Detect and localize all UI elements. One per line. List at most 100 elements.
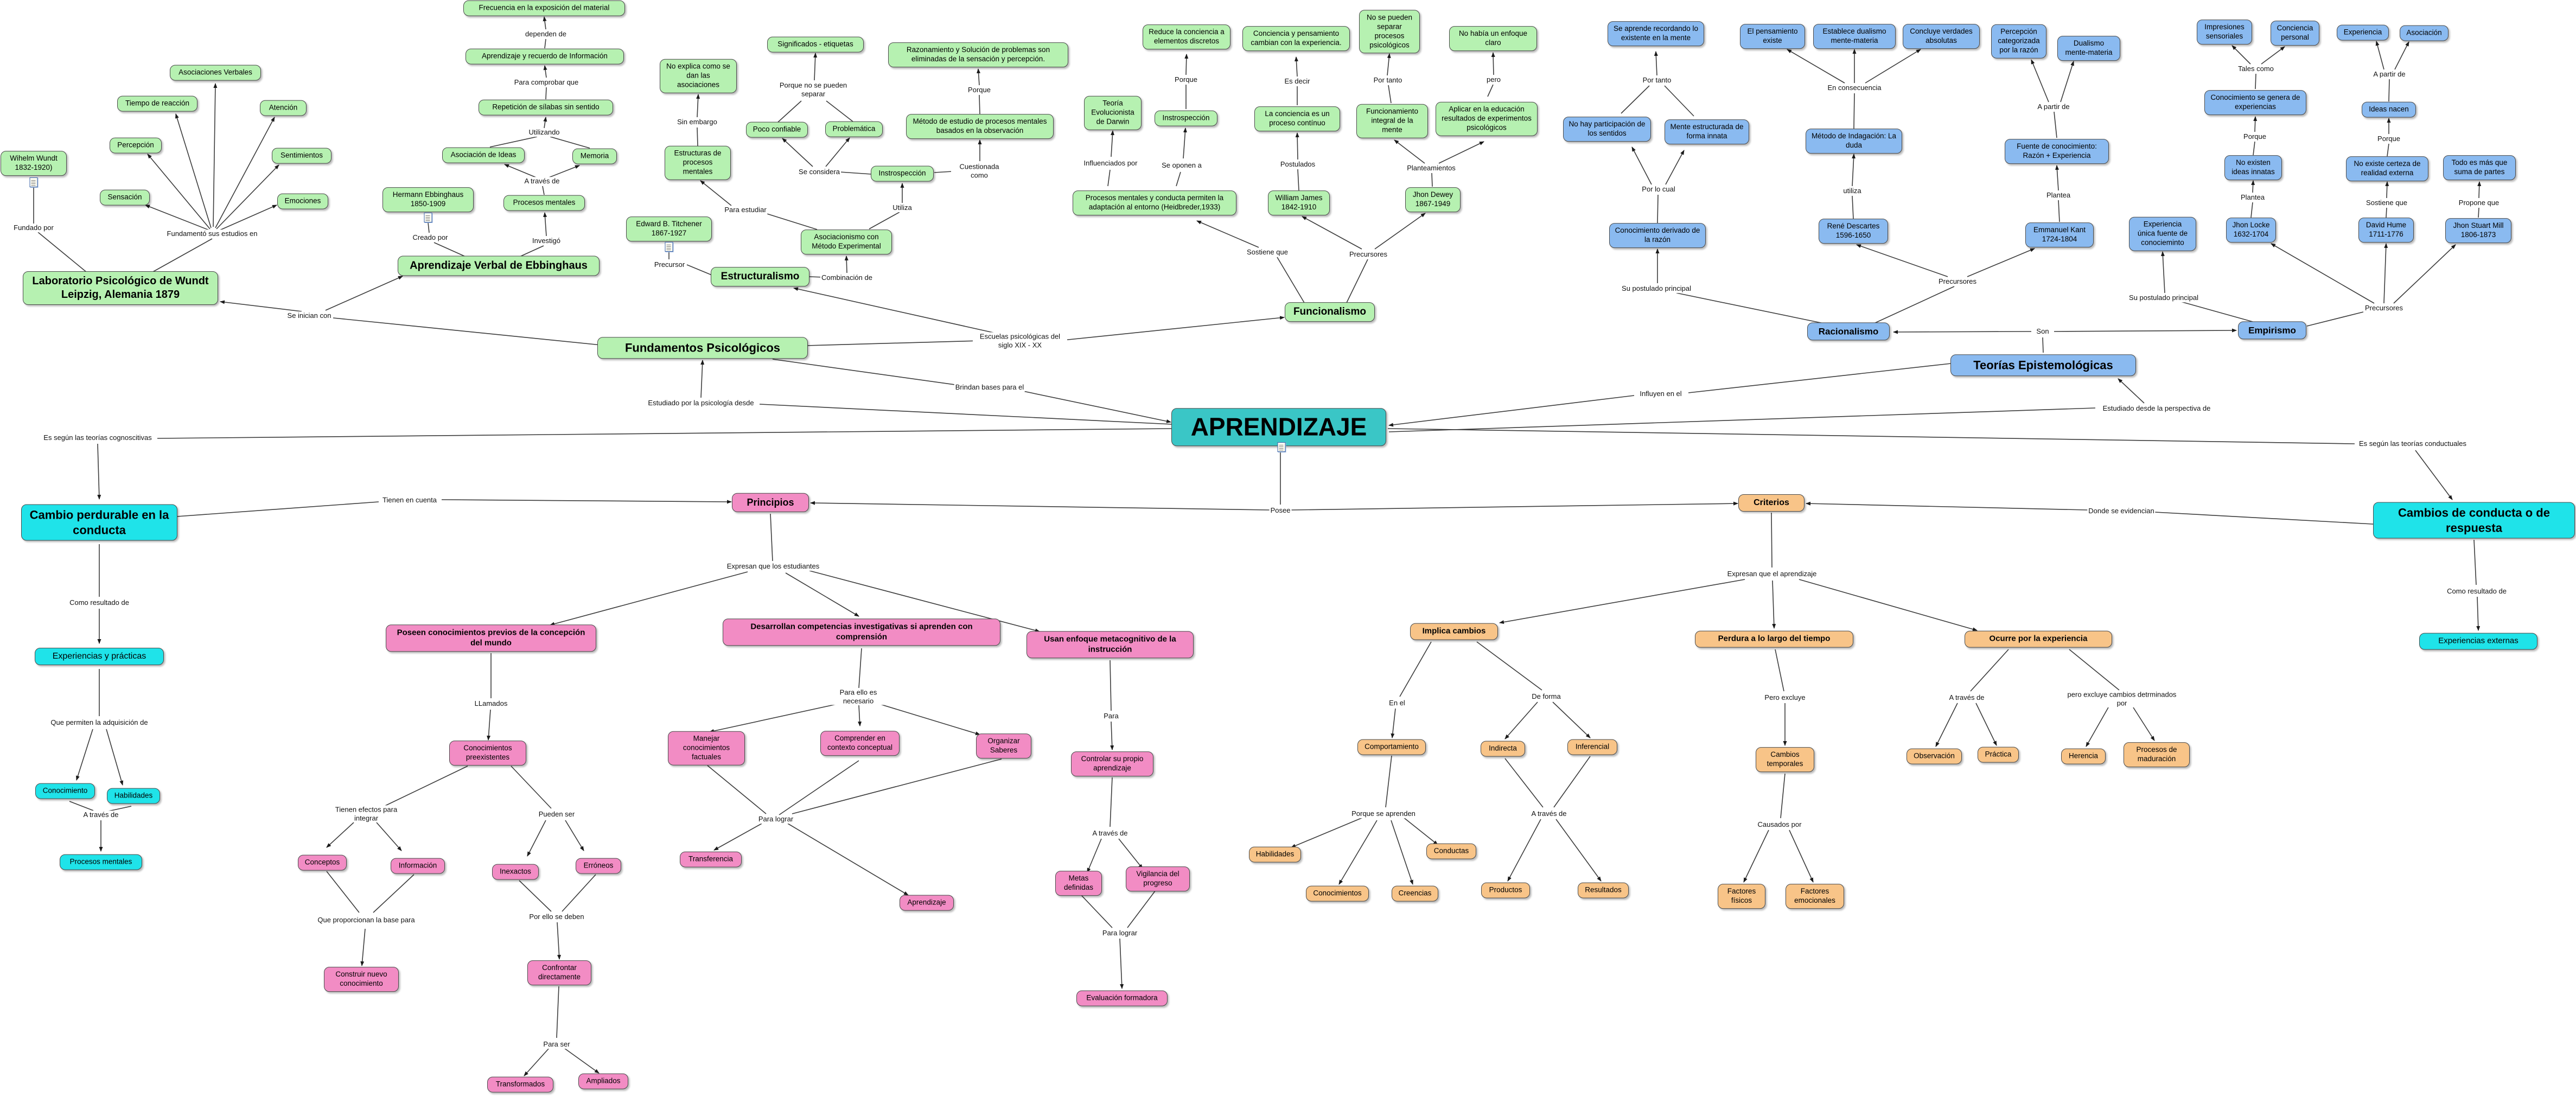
node-no-habia[interactable]: No había un enfoque claro bbox=[1449, 26, 1537, 51]
node-aprendizaje[interactable]: APRENDIZAJE bbox=[1171, 408, 1386, 446]
node-practica[interactable]: Práctica bbox=[1978, 747, 2019, 763]
node-no-certeza[interactable]: No existe certeza de realidad externa bbox=[2346, 156, 2428, 181]
node-kant[interactable]: Emmanuel Kant 1724-1804 bbox=[2025, 222, 2094, 247]
node-repeticion[interactable]: Repetición de sílabas sin sentido bbox=[479, 99, 613, 116]
node-observacion[interactable]: Observación bbox=[1907, 748, 1962, 764]
node-todo-suma[interactable]: Todo es más que suma de partes bbox=[2443, 155, 2516, 180]
node-asociacion-ideas[interactable]: Asociación de Ideas bbox=[442, 147, 525, 163]
node-titchener[interactable]: Edward B. Titchener 1867-1927 bbox=[626, 216, 712, 241]
node-racionalismo[interactable]: Racionalismo bbox=[1807, 322, 1890, 341]
resource-document-icon[interactable] bbox=[424, 213, 432, 222]
node-laboratorio[interactable]: Laboratorio Psicológico de Wundt Leipzig… bbox=[23, 271, 218, 305]
node-conocimiento-derivado[interactable]: Conocimiento derivado de la razón bbox=[1609, 223, 1706, 248]
resource-document-icon[interactable] bbox=[665, 242, 673, 252]
node-no-hay[interactable]: No hay participación de los sentidos bbox=[1563, 117, 1651, 142]
node-comportamiento[interactable]: Comportamiento bbox=[1357, 739, 1426, 755]
node-dualismo-mm[interactable]: Dualismo mente-materia bbox=[2057, 36, 2120, 61]
node-erroneos[interactable]: Erróneos bbox=[576, 858, 621, 874]
node-problematica[interactable]: Problemática bbox=[825, 121, 883, 137]
node-cambio-perdurable[interactable]: Cambio perdurable en la conducta bbox=[21, 504, 177, 541]
node-establece-dualismo[interactable]: Establece dualismo mente-materia bbox=[1813, 24, 1896, 49]
node-funcionamiento[interactable]: Funcionamiento integral de la mente bbox=[1356, 104, 1428, 138]
node-vigilancia[interactable]: Vigilancia del progreso bbox=[1126, 866, 1190, 891]
node-conocimiento-c[interactable]: Conocimiento bbox=[35, 783, 95, 799]
node-hermann[interactable]: Hermann Ebbinghaus 1850-1909 bbox=[382, 187, 474, 212]
node-percepcion[interactable]: Percepción bbox=[110, 137, 162, 154]
node-wundt[interactable]: Wihelm Wundt 1832-1920) bbox=[1, 151, 67, 176]
node-sensacion[interactable]: Sensación bbox=[100, 189, 150, 206]
node-no-explica[interactable]: No explica como se dan las asociaciones bbox=[660, 59, 737, 93]
node-hume[interactable]: David Hume 1711-1776 bbox=[2358, 218, 2414, 243]
node-poseen[interactable]: Poseen conocimientos previos de la conce… bbox=[386, 624, 596, 652]
node-fuente[interactable]: Fuente de conocimiento: Razón + Experien… bbox=[2005, 139, 2109, 164]
node-herencia[interactable]: Herencia bbox=[2061, 748, 2106, 764]
node-experiencia-unica[interactable]: Experiencia única fuente de conocieminto bbox=[2129, 216, 2196, 251]
node-metas[interactable]: Metas definidas bbox=[1055, 871, 1102, 896]
node-estructuras[interactable]: Estructuras de procesos mentales bbox=[665, 145, 731, 180]
node-empirismo[interactable]: Empirismo bbox=[2238, 321, 2306, 340]
node-controlar[interactable]: Controlar su propio aprendizaje bbox=[1071, 751, 1153, 776]
node-darwin[interactable]: Teoría Evolucionista de Darwin bbox=[1084, 95, 1142, 130]
node-procesos-mentales-2[interactable]: Procesos mentales bbox=[60, 854, 142, 870]
node-james[interactable]: William James 1842-1910 bbox=[1268, 190, 1330, 215]
node-mill[interactable]: Jhon Stuart Mill 1806-1873 bbox=[2445, 218, 2511, 243]
node-comprender[interactable]: Comprender en contexto conceptual bbox=[820, 731, 900, 756]
resource-document-icon[interactable] bbox=[29, 177, 38, 187]
node-se-aprende[interactable]: Se aprende recordando lo existente en la… bbox=[1608, 21, 1704, 46]
node-organizar[interactable]: Organizar Saberes bbox=[976, 734, 1031, 758]
node-indirecta[interactable]: Indirecta bbox=[1481, 741, 1525, 757]
node-impresiones[interactable]: Impresiones sensoriales bbox=[2197, 20, 2252, 44]
node-sentimientos[interactable]: Sentimientos bbox=[272, 148, 331, 164]
node-no-se-pueden[interactable]: No se pueden separar procesos psicológic… bbox=[1359, 10, 1420, 53]
node-usan[interactable]: Usan enfoque metacognitivo de la instruc… bbox=[1026, 631, 1194, 658]
node-evaluacion[interactable]: Evaluación formadora bbox=[1076, 990, 1168, 1006]
node-indagacion[interactable]: Método de Indagación: La duda bbox=[1806, 129, 1902, 154]
node-razonamiento[interactable]: Razonamiento y Solución de problemas son… bbox=[888, 42, 1068, 67]
node-habilidades-o[interactable]: Habilidades bbox=[1249, 846, 1301, 863]
node-asociacion[interactable]: Asociación bbox=[2400, 25, 2449, 41]
node-desarrollan[interactable]: Desarrollan competencias investigativas … bbox=[723, 618, 1000, 646]
resource-document-icon[interactable] bbox=[1277, 442, 1286, 452]
node-no-existen[interactable]: No existen ideas innatas bbox=[2224, 155, 2282, 180]
node-informacion[interactable]: Información bbox=[391, 858, 445, 874]
node-funcionalismo[interactable]: Funcionalismo bbox=[1285, 302, 1375, 322]
node-locke[interactable]: Jhon Locke 1632-1704 bbox=[2226, 218, 2276, 243]
node-experiencias-externas[interactable]: Experiencias externas bbox=[2419, 633, 2537, 650]
node-atencion[interactable]: Atención bbox=[260, 100, 307, 116]
node-conciencia-pensamiento[interactable]: Conciencia y pensamiento cambian con la … bbox=[1242, 26, 1350, 51]
node-reduce[interactable]: Reduce la conciencia a elementos discret… bbox=[1143, 24, 1230, 49]
node-conductas[interactable]: Conductas bbox=[1426, 843, 1476, 859]
node-asociacionismo[interactable]: Asociacionismo con Método Experimental bbox=[801, 229, 892, 254]
node-emociones[interactable]: Emociones bbox=[277, 193, 328, 209]
node-pensamiento-existe[interactable]: El pensamiento existe bbox=[1740, 24, 1805, 49]
node-conciencia-proceso[interactable]: La conciencia es un proceso contínuo bbox=[1254, 106, 1340, 131]
node-implica[interactable]: Implica cambios bbox=[1410, 623, 1498, 640]
node-ocurre[interactable]: Ocurre por la experiencia bbox=[1965, 630, 2112, 648]
node-conocimiento-genera[interactable]: Conocimiento se genera de experiencias bbox=[2204, 90, 2306, 115]
node-inexactos[interactable]: Inexactos bbox=[492, 864, 539, 880]
node-significados[interactable]: Significados - etiquetas bbox=[767, 36, 864, 53]
node-factores-fisicos[interactable]: Factores físicos bbox=[1718, 884, 1765, 909]
node-concluye[interactable]: Concluye verdades absolutas bbox=[1903, 24, 1980, 49]
node-apr-recuerdo[interactable]: Aprendizaje y recuerdo de Información bbox=[466, 48, 624, 65]
node-factores-emocionales[interactable]: Factores emocionales bbox=[1786, 884, 1844, 909]
node-experiencias-practicas[interactable]: Experiencias y prácticas bbox=[35, 648, 164, 665]
node-asociaciones-verbales[interactable]: Asociaciones Verbales bbox=[170, 65, 261, 81]
node-aplicar[interactable]: Aplicar en la educación resultados de ex… bbox=[1436, 101, 1538, 136]
node-memoria[interactable]: Memoria bbox=[572, 148, 617, 164]
node-conocimientos-o[interactable]: Conocimientos bbox=[1306, 885, 1369, 902]
node-resultados[interactable]: Resultados bbox=[1578, 882, 1629, 898]
node-cambios-temporales[interactable]: Cambios temporales bbox=[1756, 747, 1814, 772]
node-conceptos[interactable]: Conceptos bbox=[298, 854, 347, 871]
node-ampliados[interactable]: Ampliados bbox=[578, 1073, 628, 1089]
node-instrospeccion-1[interactable]: Instrospección bbox=[871, 165, 934, 182]
node-descartes[interactable]: René Descartes 1596-1650 bbox=[1819, 219, 1888, 244]
node-creencias[interactable]: Creencias bbox=[1392, 885, 1438, 902]
node-principios[interactable]: Principios bbox=[732, 493, 809, 512]
node-fundamentos[interactable]: Fundamentos Psicológicos bbox=[597, 337, 808, 359]
node-teorias-epistemologicas[interactable]: Teorías Epistemológicas bbox=[1950, 354, 2136, 376]
node-confrontar[interactable]: Confrontar directamente bbox=[527, 960, 591, 985]
node-metodo-estudio[interactable]: Método de estudio de procesos mentales b… bbox=[906, 114, 1054, 139]
node-perdura[interactable]: Perdura a lo largo del tiempo bbox=[1695, 630, 1853, 648]
node-frecuencia[interactable]: Frecuencia en la exposición del material bbox=[463, 0, 625, 16]
